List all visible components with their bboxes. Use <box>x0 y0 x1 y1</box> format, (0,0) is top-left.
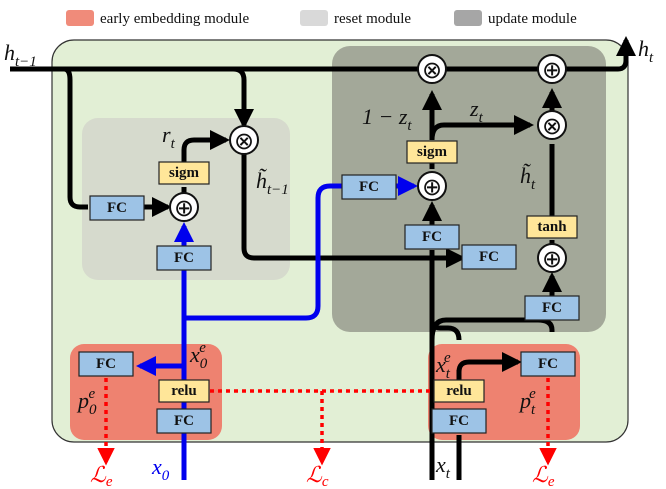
svg-text:FC: FC <box>107 200 127 216</box>
blue-wiring <box>136 176 418 480</box>
svg-text:FC: FC <box>174 413 194 429</box>
fc-boxes: FC FC FC FC FC FC FC FC <box>78 174 580 434</box>
sigm-box-update: sigm <box>406 140 458 164</box>
svg-text:sigm: sigm <box>417 144 448 160</box>
multiply-op-reset: ⊗ <box>229 125 259 155</box>
multiply-op-hidden: ⊗ <box>417 54 447 84</box>
h-tilde-prev-line <box>241 154 466 268</box>
loss-e-right-label: ℒe <box>532 462 555 489</box>
relu-box-right: relu <box>433 379 485 403</box>
h-prev-to-reset-fc <box>63 66 88 210</box>
fc-box-early-left-in: FC <box>156 408 212 434</box>
x0-label: x0 <box>151 454 170 484</box>
fc-box-early-right-in: FC <box>431 408 487 434</box>
black-wiring <box>10 36 636 480</box>
z-line <box>429 115 534 141</box>
legend-swatch-early <box>66 10 94 26</box>
svg-text:⊗: ⊗ <box>234 127 254 155</box>
svg-text:sigm: sigm <box>169 165 200 181</box>
xt-label: xt <box>435 452 451 482</box>
svg-text:relu: relu <box>446 383 472 399</box>
multiply-op-update: ⊗ <box>537 110 567 140</box>
svg-text:⊗: ⊗ <box>422 56 442 84</box>
pt-e-label: pte <box>518 386 536 418</box>
x0-to-update-fc <box>184 183 342 321</box>
legend-label-reset: reset module <box>334 11 411 27</box>
add-op-candidate: ⊕ <box>537 243 567 273</box>
svg-text:⊕: ⊕ <box>542 56 562 84</box>
legend-label-early: early embedding module <box>100 11 249 27</box>
one-minus-z-label: 1 − zt <box>362 104 412 134</box>
svg-text:⊕: ⊕ <box>422 173 442 201</box>
legend-swatch-reset <box>300 10 328 26</box>
fc-box-reset-h: FC <box>89 195 145 221</box>
fc-box-update-xt: FC <box>404 224 460 250</box>
fc-box-early-right-out: FC <box>520 351 576 377</box>
h-t-label: ht <box>638 36 654 66</box>
legend-label-update: update module <box>488 11 577 27</box>
xt-relu-to-fc-update <box>429 319 462 341</box>
svg-text:FC: FC <box>538 356 558 372</box>
legend-swatch-update <box>454 10 482 26</box>
svg-text:⊕: ⊕ <box>174 194 194 222</box>
svg-text:⊕: ⊕ <box>542 245 562 273</box>
h-tilde-t-label: h̃t <box>520 163 536 193</box>
x0-e-label: x0e <box>189 340 208 372</box>
operators: ⊗ ⊕ ⊗ ⊕ ⊗ ⊕ ⊕ <box>169 54 567 273</box>
relu-box-left: relu <box>158 379 210 403</box>
svg-text:⊗: ⊗ <box>542 112 562 140</box>
h-prev-to-reset-mult <box>232 66 254 129</box>
h-tilde-prev-label: h̃t−1 <box>256 168 289 198</box>
math-labels: ht−1 ht rt h̃t−1 1 − zt zt h̃t x0e xte p… <box>4 36 654 489</box>
sigm-box-reset: sigm <box>158 161 210 185</box>
svg-text:tanh: tanh <box>537 219 567 235</box>
loss-c-label: ℒc <box>306 462 329 489</box>
tanh-box: tanh <box>526 215 578 239</box>
xt-e-label: xte <box>435 350 451 382</box>
add-op-reset: ⊕ <box>169 192 199 222</box>
add-op-hidden: ⊕ <box>537 54 567 84</box>
fc-box-update-x0: FC <box>341 174 397 200</box>
fc-box-reset-x: FC <box>156 245 212 271</box>
fc-box-candidate-x: FC <box>524 295 580 321</box>
h-prev-label: ht−1 <box>4 40 37 70</box>
svg-text:FC: FC <box>449 413 469 429</box>
loss-wiring <box>97 378 557 466</box>
r-t-label: rt <box>162 122 176 152</box>
svg-text:FC: FC <box>174 250 194 266</box>
legend: early embedding module reset module upda… <box>66 10 577 27</box>
svg-text:relu: relu <box>171 383 197 399</box>
activation-boxes: sigm sigm tanh relu relu <box>158 140 578 403</box>
svg-text:FC: FC <box>479 249 499 265</box>
svg-text:FC: FC <box>542 300 562 316</box>
z-t-label: zt <box>469 96 484 126</box>
loss-e-left-label: ℒe <box>90 462 113 489</box>
hidden-state-line <box>10 36 636 72</box>
svg-text:FC: FC <box>359 179 379 195</box>
svg-text:FC: FC <box>96 356 116 372</box>
fc-box-early-left-out: FC <box>78 351 134 377</box>
svg-text:FC: FC <box>422 229 442 245</box>
p0-e-label: p0e <box>76 386 97 418</box>
add-op-update: ⊕ <box>417 171 447 201</box>
reset-sigm-to-mult <box>181 130 230 162</box>
fc-box-candidate-h: FC <box>461 244 517 270</box>
